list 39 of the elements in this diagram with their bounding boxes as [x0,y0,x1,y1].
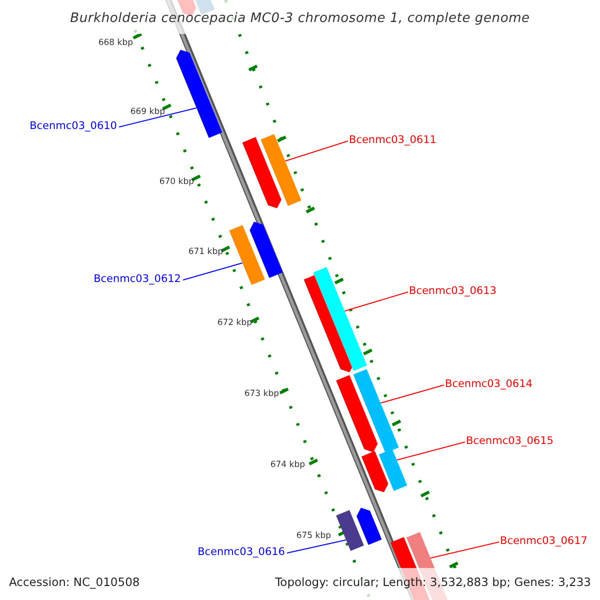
gene-block [229,225,265,285]
gene-label: Bcenmc03_0617 [500,534,588,549]
leader-line [286,540,346,554]
leader-line [118,108,197,128]
position-label: 673 kbp [244,389,279,400]
gene-block [336,510,364,551]
gene-block [356,508,382,545]
gene-label: Bcenmc03_0610 [30,119,117,134]
leader-line [182,262,243,280]
position-label: 672 kbp [217,318,252,329]
gene-block [313,267,367,371]
gene-label: Bcenmc03_0614 [445,377,532,392]
gene-block [336,375,378,452]
gene-block [361,451,388,492]
position-label: 668 kbp [98,38,133,49]
leader-line [396,442,466,460]
gene-label: Bcenmc03_0611 [349,133,436,148]
gene-label: Bcenmc03_0613 [409,284,496,299]
gene-block [260,134,302,206]
gene-block [353,369,399,453]
title: Burkholderia cenocepacia MC0-3 chromosome 1, complete genome [70,10,530,28]
gene-label: Bcenmc03_0616 [198,545,285,560]
position-label: 669 kbp [130,107,165,118]
genome-stats-text: Topology: circular; Length: 3,532,883 bp; Genes: 3,233 [275,574,591,590]
gene-block [378,449,408,491]
leader-line [344,292,408,312]
gene-block [176,50,222,138]
leader-line [284,140,348,162]
position-label: 675 kbp [296,531,331,542]
position-label: 670 kbp [159,177,194,188]
gene-label: Bcenmc03_0612 [94,272,181,287]
accession-text: Accession: NC_010508 [9,574,140,590]
position-label: 671 kbp [188,247,223,258]
gene-label: Bcenmc03_0615 [466,434,554,449]
gene-block [250,222,283,278]
leader-line [380,384,444,404]
gene-block [242,137,282,208]
leader-line [430,542,500,558]
position-label: 674 kbp [270,460,305,471]
